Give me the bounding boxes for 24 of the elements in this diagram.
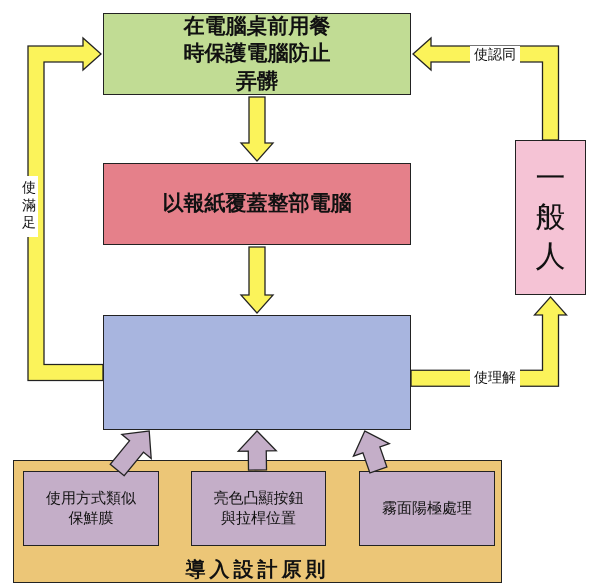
process-box [103, 163, 411, 245]
edge-label: 使理解 [470, 369, 520, 388]
block-arrow [27, 36, 104, 382]
process-box [23, 471, 159, 546]
process-box [191, 471, 326, 546]
box-text: 使用方式類似保鮮膜 [45, 489, 137, 528]
process-box [359, 471, 495, 546]
box-text: 在電腦桌前用餐時保護電腦防止弄髒 [182, 13, 332, 95]
box-text: 一般人 [536, 160, 566, 276]
block-arrow [240, 246, 274, 314]
block-arrow [240, 96, 274, 162]
group-panel [13, 460, 502, 583]
box-text: 霧面陽極處理 [381, 498, 473, 518]
box-text: 以報紙覆蓋整部電腦 [162, 190, 352, 218]
edge-label: 使滿足 [20, 176, 38, 236]
block-arrow [352, 430, 391, 474]
process-box [103, 315, 411, 430]
block-arrow [109, 430, 152, 477]
process-box [515, 140, 586, 295]
edge-label: 使認同 [470, 46, 520, 66]
block-arrow [236, 430, 278, 471]
box-text: 亮色凸顯按鈕與拉桿位置 [212, 489, 304, 528]
process-box [103, 13, 411, 95]
panel-heading: 導入設計原則 [184, 556, 330, 582]
